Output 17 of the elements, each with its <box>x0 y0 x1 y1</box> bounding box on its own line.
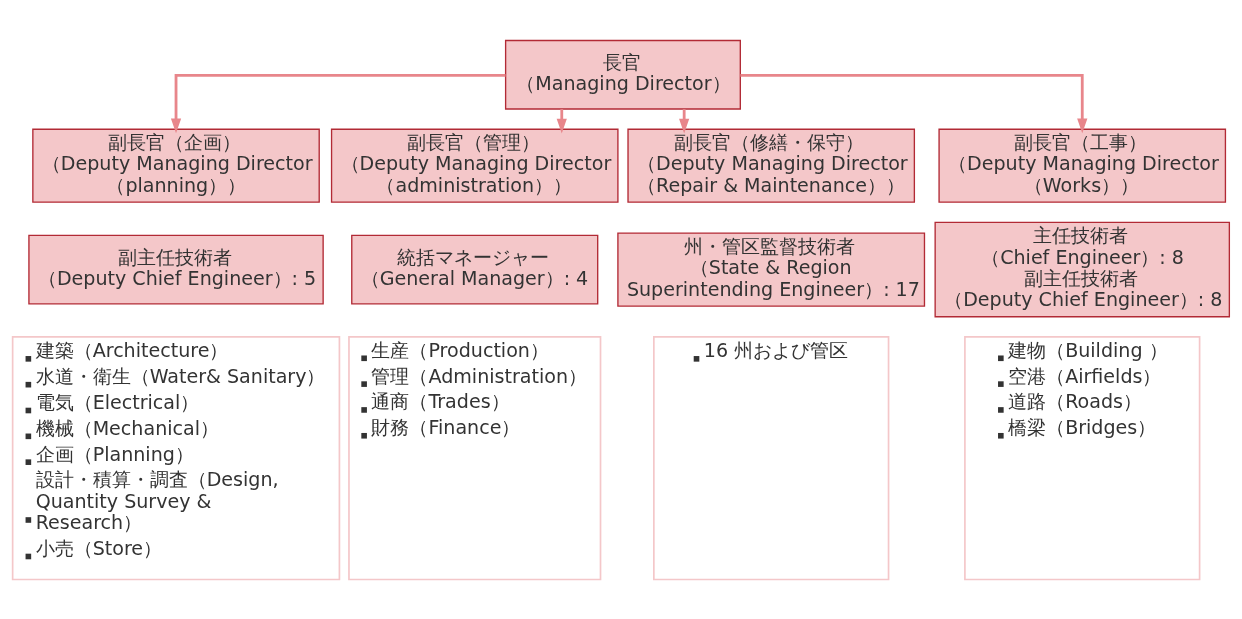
node-box: 建築（Architecture） 水道・衛生（Water& Sanitary） 電気（Electrical） 機械（Mechanical） 企画（Planning） 設計・積算・調査（Design, Quantity Survey & Research） 小売（Store） <box>11 335 341 580</box>
node-box: 副長官（工事） （Deputy Managing Director （Works）） <box>938 128 1227 203</box>
arrow <box>170 73 506 133</box>
node-box: 副長官（修繕・保守） （Deputy Managing Director （Repair & Maintenance）） <box>627 128 916 203</box>
node-box: 16 州および管区 <box>653 335 890 580</box>
arrow <box>556 108 567 133</box>
node-box: 副長官（企画） （Deputy Managing Director （planning）） <box>32 128 320 203</box>
node-box: 統括マネージャー （General Manager）: 4 <box>351 234 599 304</box>
node-box: 長官 （Managing Director） <box>504 39 741 110</box>
node-box: 副長官（管理） （Deputy Managing Director （administration）） <box>330 128 619 203</box>
arrow <box>740 73 1088 133</box>
node-box: 州・管区監督技術者 （State & Region Superintending Engineer）: 17 <box>617 231 926 307</box>
node-box: 副主任技術者 （Deputy Chief Engineer）: 5 <box>28 234 324 304</box>
node-box: 主任技術者 （Chief Engineer）: 8 副主任技術者 （Deputy Chief Engineer）: 8 <box>934 221 1231 317</box>
node-box: 建物（Building ） 空港（Airfields） 道路（Roads） 橋梁（Bridges） <box>964 335 1201 580</box>
arrow <box>679 108 690 133</box>
node-box: 生産（Production） 管理（Administration） 通商（Trades） 財務（Finance） <box>348 335 602 580</box>
